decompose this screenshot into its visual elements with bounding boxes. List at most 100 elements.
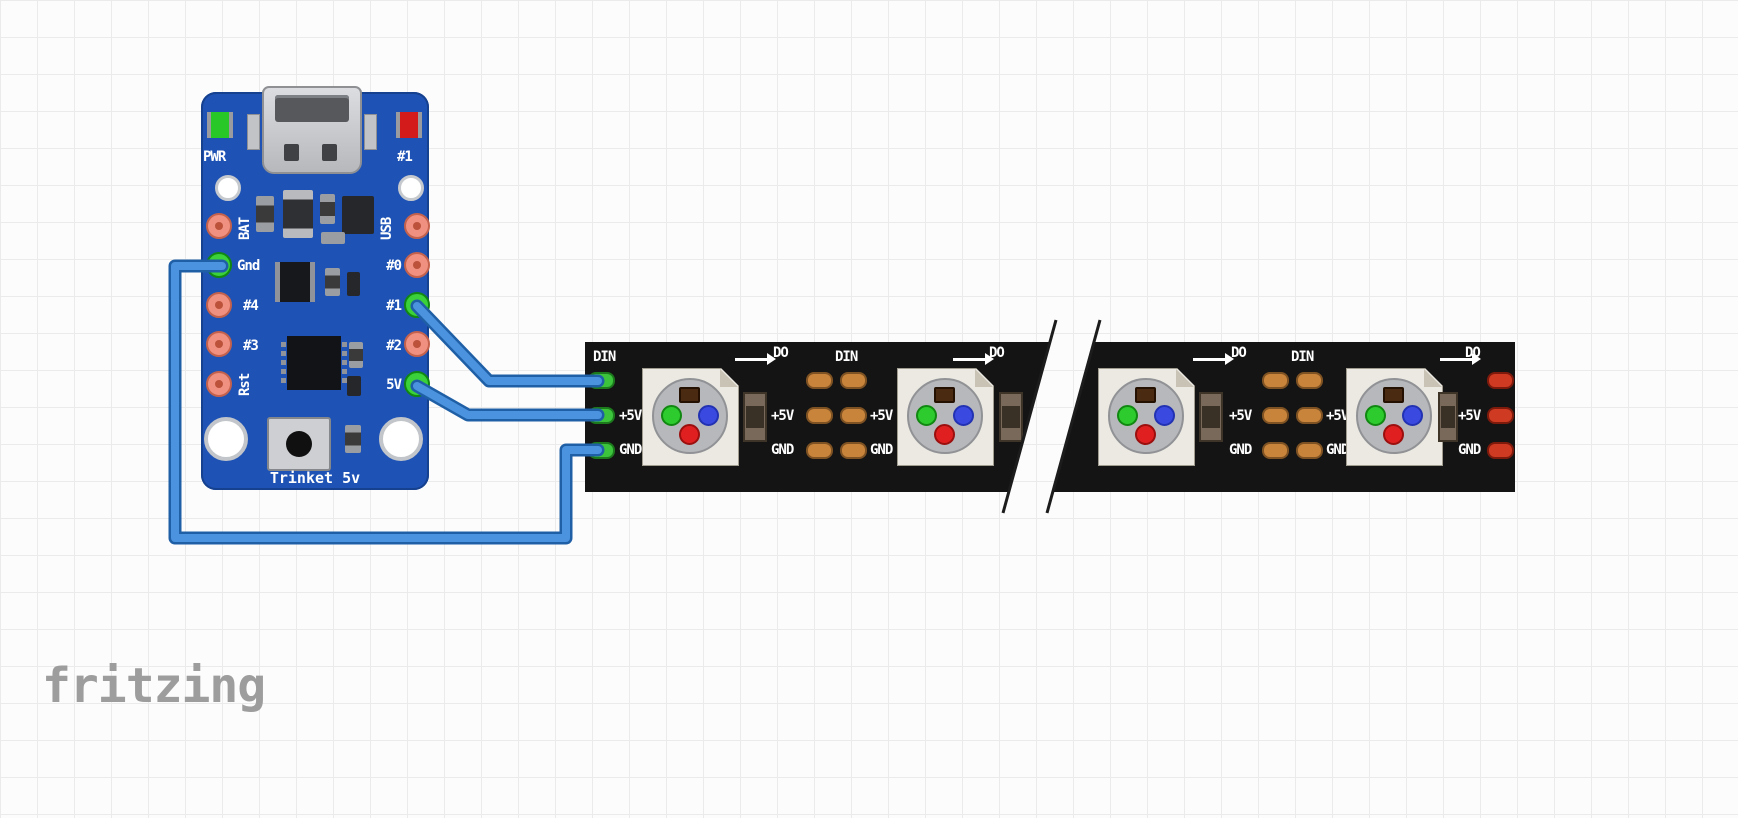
green-die (1365, 405, 1386, 426)
do-pad[interactable] (1262, 372, 1289, 389)
do-arrow-icon (735, 353, 776, 365)
din-label: DIN (1291, 349, 1314, 365)
do-pad[interactable] (1487, 372, 1514, 389)
5v-label: +5V (870, 408, 893, 424)
package-fold-corner (720, 369, 738, 387)
neopixel-led-2[interactable] (897, 368, 994, 466)
5v-label: +5V (1229, 408, 1252, 424)
din-pad[interactable] (588, 372, 615, 389)
pin-gnd-label: Gnd (237, 258, 260, 274)
smd-resistor (321, 232, 345, 244)
din-label: DIN (835, 349, 858, 365)
din-label: DIN (593, 349, 616, 365)
smd-capacitor (345, 425, 361, 453)
package-fold-corner (1176, 369, 1194, 387)
smd-component (347, 272, 360, 296)
trinket-5v-board[interactable]: PWR #1 BAT Gnd #4 #3 Rst USB #0 #1 #2 5V (201, 86, 430, 490)
do-arrow-icon (1440, 353, 1481, 365)
pin-3[interactable] (206, 331, 232, 357)
gnd-pad[interactable] (588, 442, 615, 459)
led-die (1383, 387, 1404, 403)
5v-pad[interactable] (1487, 407, 1514, 424)
usb-contact (284, 144, 299, 161)
gnd-pad[interactable] (1487, 442, 1514, 459)
gnd-pad[interactable] (806, 442, 833, 459)
pin-4[interactable] (206, 292, 232, 318)
power-wire[interactable] (410, 379, 605, 422)
neopixel-led-3[interactable] (1098, 368, 1195, 466)
gnd-pad[interactable] (840, 442, 867, 459)
green-die (661, 405, 682, 426)
pin-2[interactable] (404, 331, 430, 357)
pin-3-label: #3 (243, 338, 259, 354)
strip-output-pads[interactable] (1487, 372, 1514, 459)
5v-label: +5V (1326, 408, 1349, 424)
smd-component (347, 376, 361, 396)
usb-opening (275, 95, 349, 122)
do-label: DO (1465, 345, 1481, 361)
neopixel-strip-segment-2[interactable]: DO +5V GND DIN +5V GND DO +5V (1053, 342, 1515, 492)
led-lens (1356, 378, 1432, 454)
board-name-label: Trinket 5v (269, 469, 361, 487)
do-pad[interactable] (806, 372, 833, 389)
led3-output-pads[interactable] (1262, 372, 1289, 459)
smd-ic (275, 262, 315, 302)
5v-pad[interactable] (588, 407, 615, 424)
package-fold-corner (1424, 369, 1442, 387)
gnd-label: GND (1229, 442, 1252, 458)
smd-capacitor (256, 196, 274, 232)
usb-contact (322, 144, 337, 161)
gnd-pad[interactable] (1296, 442, 1323, 459)
din-pad[interactable] (840, 372, 867, 389)
pin-5v-label: 5V (386, 377, 402, 393)
pin-gnd[interactable] (206, 252, 232, 278)
package-fold-corner (975, 369, 993, 387)
5v-pad[interactable] (806, 407, 833, 424)
pin-5v[interactable] (404, 371, 430, 397)
do-arrow-icon (953, 353, 994, 365)
pin-usb[interactable] (404, 213, 430, 239)
neopixel-led-1[interactable] (642, 368, 739, 466)
pin-bat-label: BAT (237, 217, 253, 241)
pin-0-label: #0 (386, 258, 402, 274)
pin-rst[interactable] (206, 371, 232, 397)
smd-capacitor (325, 268, 340, 296)
led4-input-pads[interactable] (1296, 372, 1323, 459)
bypass-capacitor (743, 392, 767, 442)
gnd-label: GND (771, 442, 794, 458)
usb-shield-tab (364, 114, 377, 150)
pin-4-label: #4 (243, 298, 259, 314)
pin-1[interactable] (404, 292, 430, 318)
data-wire[interactable] (410, 299, 605, 388)
mounting-hole-small (398, 175, 424, 201)
neopixel-strip-segment-1[interactable]: DIN +5V GND DO +5V GND DIN +5V (585, 342, 1051, 492)
pin-2-label: #2 (386, 338, 402, 354)
led2-input-pads[interactable] (840, 372, 867, 459)
din-pad[interactable] (1296, 372, 1323, 389)
led1-label: #1 (397, 149, 413, 165)
green-die (916, 405, 937, 426)
pwr-label: PWR (203, 149, 226, 165)
neopixel-led-4[interactable] (1346, 368, 1443, 466)
bypass-capacitor (999, 392, 1023, 442)
pin-0[interactable] (404, 252, 430, 278)
pin-rst-label: Rst (237, 373, 253, 397)
strip-input-pads[interactable] (588, 372, 615, 459)
do-label: DO (989, 345, 1005, 361)
red-die (1383, 424, 1404, 445)
5v-pad[interactable] (1262, 407, 1289, 424)
5v-pad[interactable] (1296, 407, 1323, 424)
reset-button[interactable] (267, 417, 331, 471)
gnd-pad[interactable] (1262, 442, 1289, 459)
pin-bat[interactable] (206, 213, 232, 239)
pin-1-label: #1 (386, 298, 402, 314)
green-die (1117, 405, 1138, 426)
5v-label: +5V (619, 408, 642, 424)
attiny85-mcu (287, 336, 341, 390)
led1-output-pads[interactable] (806, 372, 833, 459)
5v-label: +5V (1458, 408, 1481, 424)
blue-die (1154, 405, 1175, 426)
led-lens (652, 378, 728, 454)
5v-pad[interactable] (840, 407, 867, 424)
